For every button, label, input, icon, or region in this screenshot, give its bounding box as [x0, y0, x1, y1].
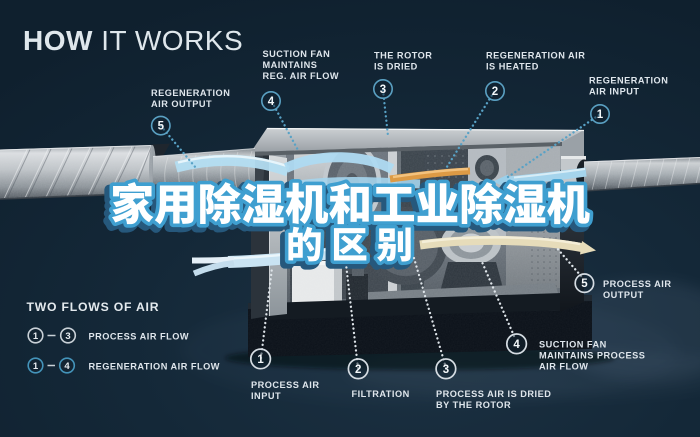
svg-text:FILTRATION: FILTRATION — [352, 389, 410, 399]
svg-text:5: 5 — [581, 278, 588, 290]
svg-text:TWO FLOWS OF AIR: TWO FLOWS OF AIR — [27, 300, 160, 314]
svg-text:3: 3 — [443, 364, 449, 376]
svg-text:PROCESS AIR: PROCESS AIR — [251, 380, 319, 390]
svg-text:PROCESS AIR: PROCESS AIR — [603, 279, 671, 289]
svg-text:AIR INPUT: AIR INPUT — [589, 87, 639, 97]
svg-text:SUCTION FAN: SUCTION FAN — [263, 49, 331, 59]
svg-text:MAINTAINS PROCESS: MAINTAINS PROCESS — [539, 351, 645, 361]
svg-text:4: 4 — [64, 361, 70, 372]
svg-text:REGENERATION: REGENERATION — [151, 88, 230, 98]
svg-text:4: 4 — [513, 339, 520, 351]
svg-text:HOW IT WORKS: HOW IT WORKS — [23, 25, 243, 56]
svg-text:1: 1 — [33, 331, 39, 342]
svg-text:REGENERATION AIR FLOW: REGENERATION AIR FLOW — [89, 362, 220, 372]
svg-text:1: 1 — [33, 361, 39, 372]
svg-text:3: 3 — [65, 331, 70, 342]
svg-text:THE ROTOR: THE ROTOR — [374, 51, 432, 61]
svg-text:SUCTION FAN: SUCTION FAN — [539, 340, 607, 350]
svg-text:IS DRIED: IS DRIED — [374, 62, 418, 72]
svg-text:3: 3 — [380, 84, 386, 96]
svg-text:MAINTAINS: MAINTAINS — [263, 60, 318, 70]
svg-text:4: 4 — [268, 96, 275, 108]
svg-text:OUTPUT: OUTPUT — [603, 290, 644, 300]
svg-text:2: 2 — [492, 86, 498, 98]
svg-text:INPUT: INPUT — [251, 391, 281, 401]
svg-text:PROCESS AIR FLOW: PROCESS AIR FLOW — [89, 332, 190, 342]
svg-text:AIR OUTPUT: AIR OUTPUT — [151, 99, 212, 109]
svg-text:PROCESS AIR IS DRIED: PROCESS AIR IS DRIED — [436, 389, 551, 399]
svg-text:1: 1 — [257, 354, 264, 366]
svg-text:REGENERATION: REGENERATION — [589, 76, 668, 86]
svg-text:IS HEATED: IS HEATED — [486, 62, 539, 72]
svg-text:1: 1 — [597, 109, 604, 121]
svg-text:BY THE ROTOR: BY THE ROTOR — [436, 400, 511, 410]
svg-text:AIR FLOW: AIR FLOW — [539, 362, 588, 372]
svg-text:REG. AIR FLOW: REG. AIR FLOW — [263, 71, 340, 81]
svg-text:2: 2 — [355, 364, 361, 376]
svg-text:REGENERATION AIR: REGENERATION AIR — [486, 51, 585, 61]
svg-text:5: 5 — [158, 121, 165, 133]
